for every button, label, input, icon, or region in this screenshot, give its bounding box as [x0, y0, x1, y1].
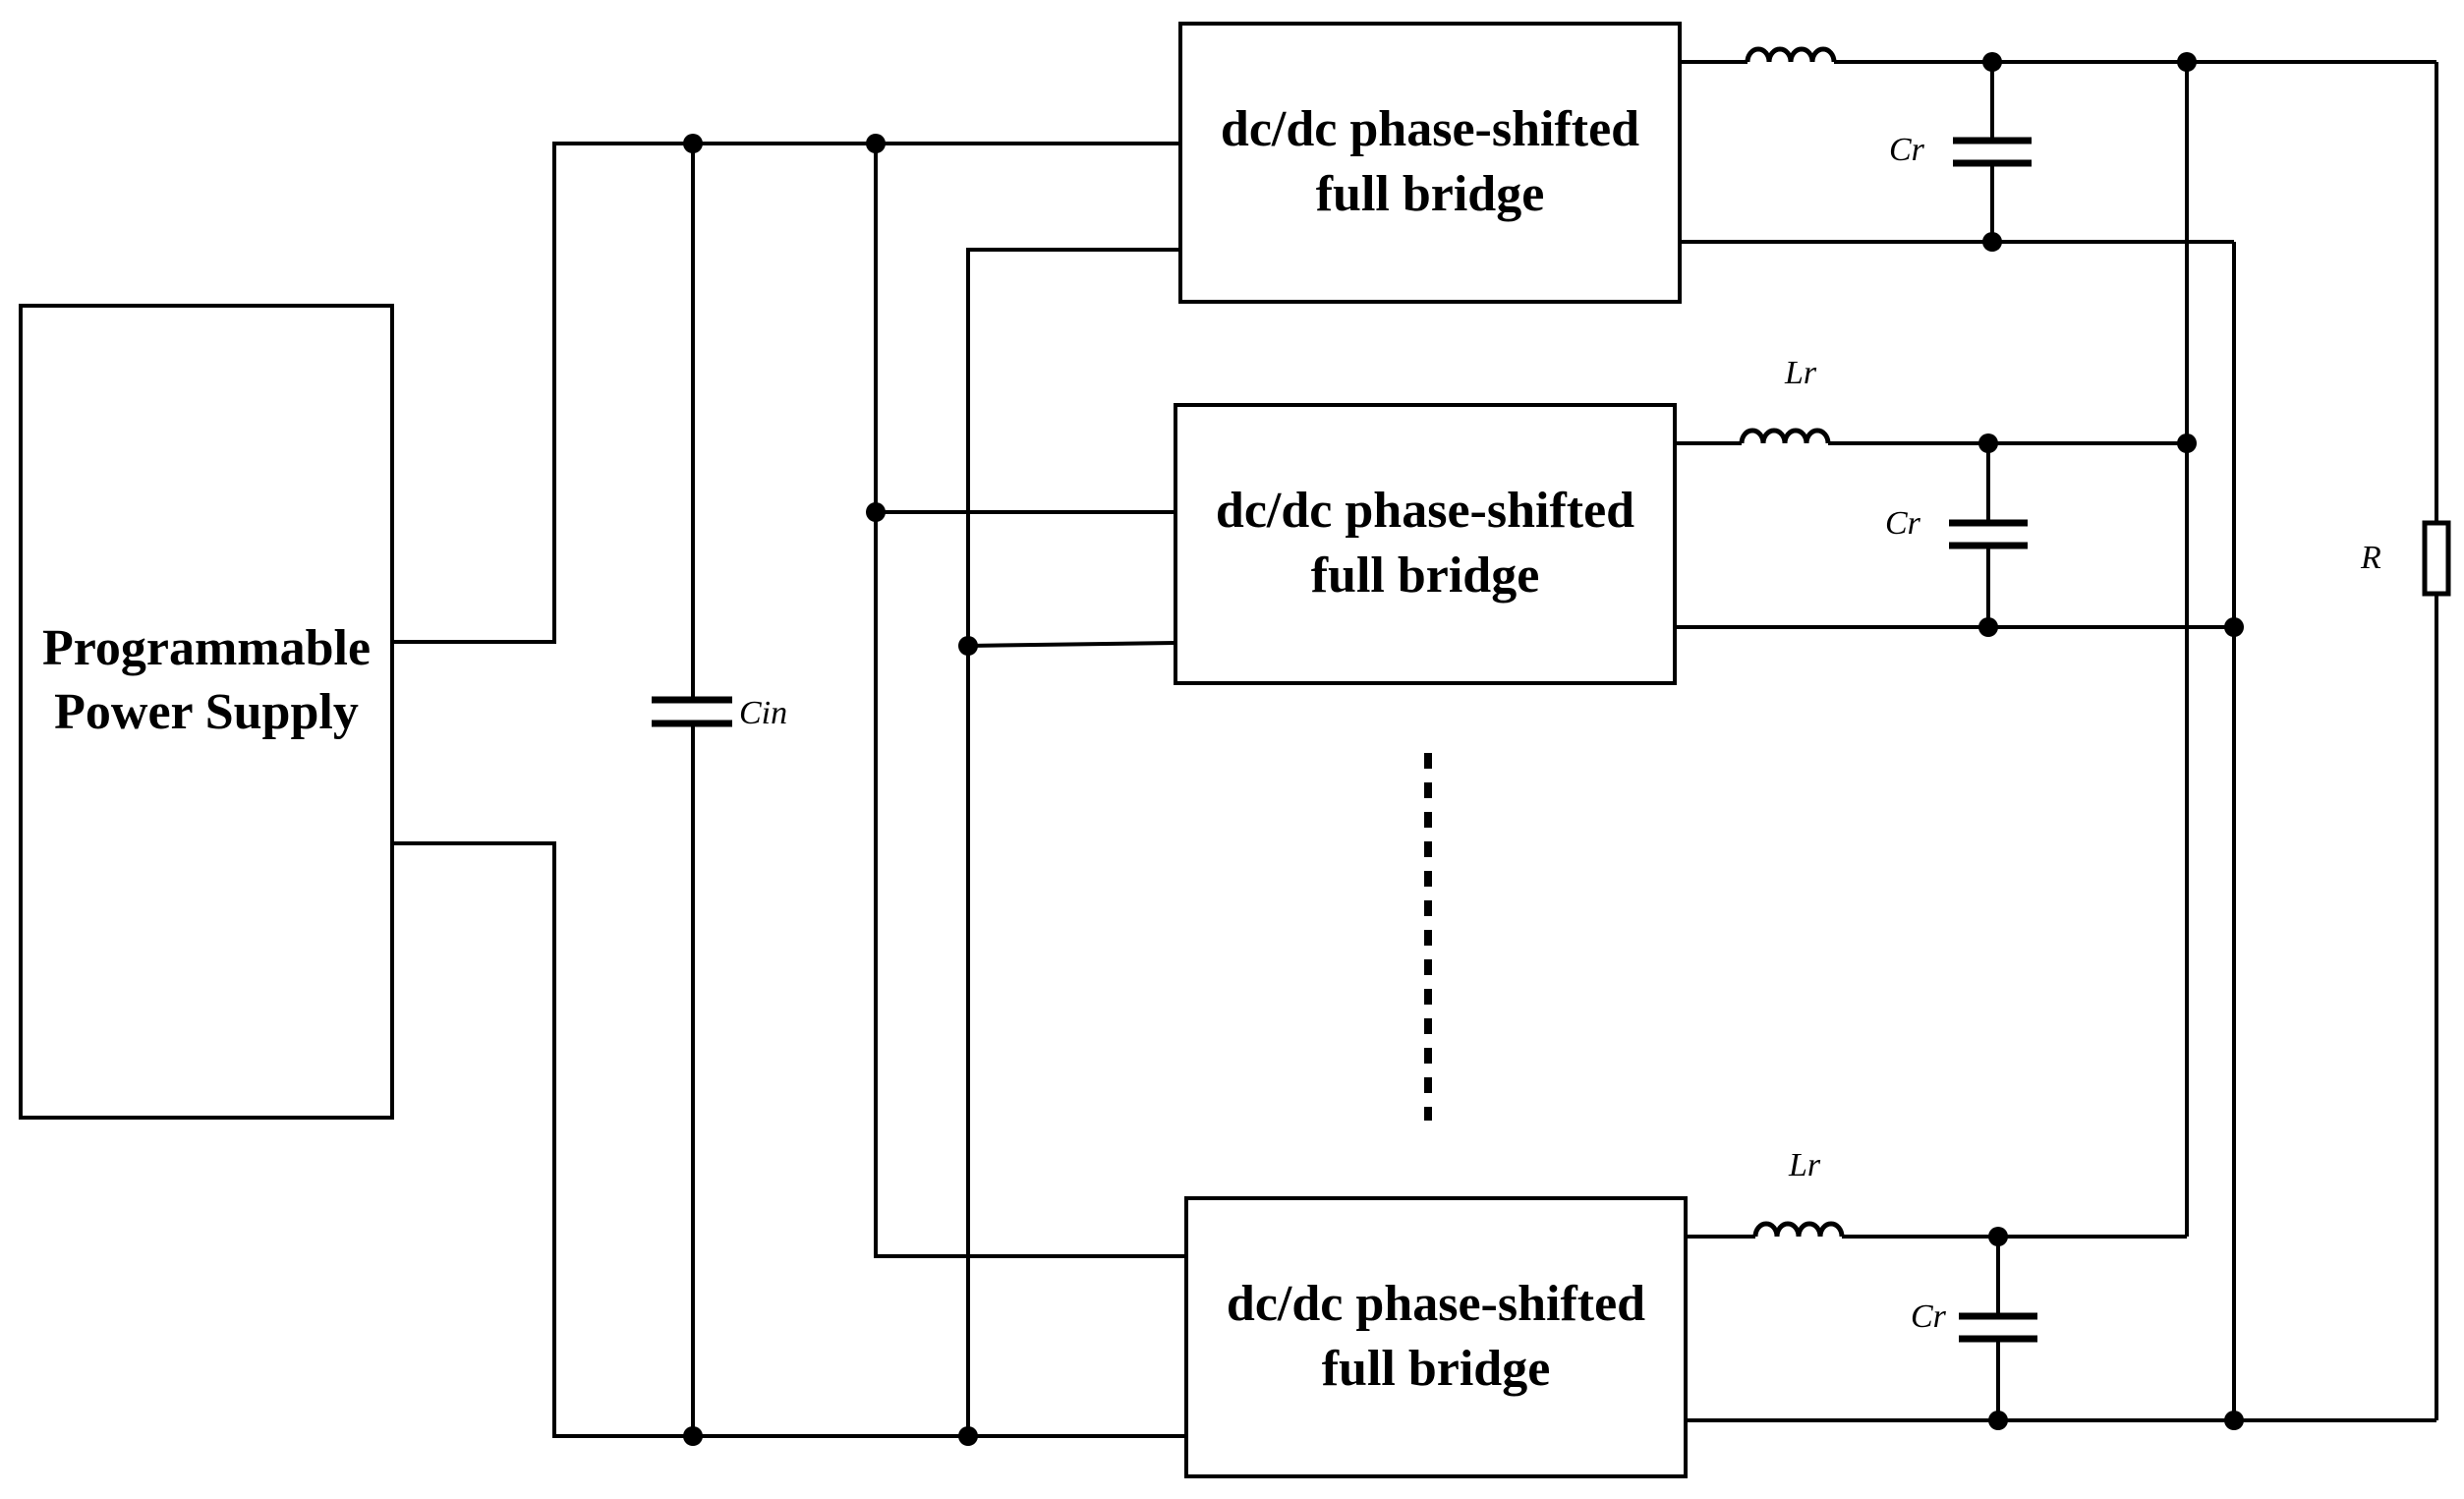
junction-dot: [1978, 433, 1998, 453]
positive-bus-wire: [392, 142, 1180, 644]
power-supply-block: Programmable Power Supply: [19, 304, 394, 1120]
stage3-inductor: [1752, 1221, 1845, 1238]
resistor-label: R: [2360, 540, 2381, 576]
converter-2: dc/dc phase-shifted full bridge: [1174, 403, 1677, 685]
converter-2-label-line2: full bridge: [1311, 548, 1540, 604]
stage1-inductor: [1745, 46, 1837, 63]
power-supply-box: [19, 304, 394, 1120]
distribution-rails: [874, 144, 1186, 1436]
junction-dot: [958, 1426, 978, 1446]
junction-dot: [958, 636, 978, 656]
converter-1-label-line2: full bridge: [1316, 166, 1545, 222]
junction-dot: [683, 1426, 703, 1446]
converter-2-label-line1: dc/dc phase-shifted: [1216, 483, 1634, 539]
supply-wires: [392, 142, 1186, 1438]
converter-2-box: [1174, 403, 1677, 685]
converter-3: dc/dc phase-shifted full bridge: [1184, 1196, 1688, 1478]
junction-dot: [2177, 433, 2197, 453]
junction-dot: [1982, 232, 2002, 252]
power-supply-label-line2: Power Supply: [54, 684, 359, 740]
positive-rail: [874, 144, 1186, 1258]
junction-dot: [1982, 52, 2002, 72]
stage2-inductor: [1739, 428, 1831, 444]
stage1-cr-label: Cr: [1889, 132, 1925, 168]
junction-dot: [2177, 52, 2197, 72]
junction-dot: [866, 502, 886, 522]
junction-dot: [1988, 1411, 2008, 1430]
junction-dots: [683, 52, 2244, 1446]
power-supply-label-line1: Programmable: [42, 620, 371, 676]
converter-1-box: [1178, 22, 1682, 304]
stage3-lr-label: Lr: [1788, 1147, 1821, 1183]
converter-1-label-line1: dc/dc phase-shifted: [1221, 101, 1639, 157]
junction-dot: [1988, 1227, 2008, 1246]
converter-1: dc/dc phase-shifted full bridge: [1178, 22, 1682, 304]
load-resistor: R: [2360, 62, 2451, 1420]
output-stage-3: Lr Cr: [1686, 1147, 2436, 1422]
cin-label: Cin: [739, 695, 787, 731]
resistor-body: [2422, 520, 2451, 597]
output-buses: [2185, 62, 2236, 1420]
converter-3-label-line1: dc/dc phase-shifted: [1227, 1276, 1645, 1332]
converter2-negative-wire: [967, 641, 1176, 648]
converter-3-label-line2: full bridge: [1322, 1341, 1551, 1397]
junction-dot: [2224, 1411, 2244, 1430]
junction-dot: [1978, 617, 1998, 637]
output-stage-2: Lr Cr: [1675, 355, 2234, 629]
input-capacitor: Cin: [652, 144, 787, 1436]
stage2-cr-label: Cr: [1885, 505, 1921, 542]
junction-dot: [2224, 617, 2244, 637]
output-stage-1: Cr: [1680, 46, 2436, 244]
junction-dot: [866, 134, 886, 153]
converter-3-box: [1184, 1196, 1688, 1478]
negative-bus-wire: [392, 841, 1186, 1438]
stage3-cr-label: Cr: [1911, 1298, 1947, 1335]
negative-rail: [966, 248, 1180, 1436]
junction-dot: [683, 134, 703, 153]
stage2-lr-label: Lr: [1784, 355, 1817, 391]
